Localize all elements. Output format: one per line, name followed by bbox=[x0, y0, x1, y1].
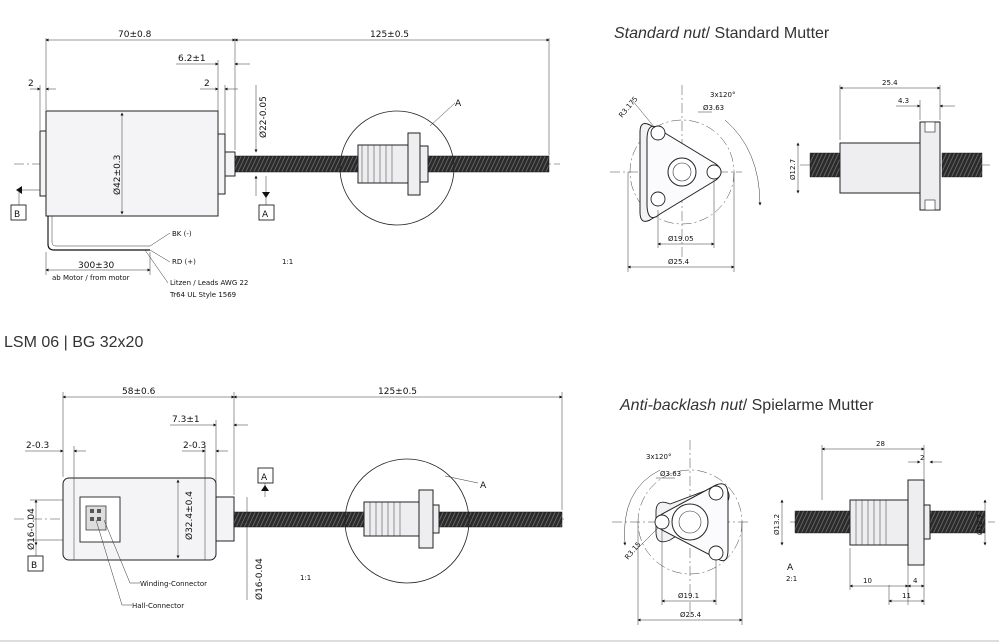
ab-detail-label: A bbox=[787, 563, 794, 573]
left-diameter-label-bg: Ø16-0.04 bbox=[26, 508, 37, 550]
winding-connector-label: Winding-Connector bbox=[140, 580, 207, 588]
datum-a-box bbox=[258, 204, 275, 221]
standard-nut-heading: Standard nut/ Standard Mutter bbox=[614, 25, 830, 42]
wire-rd-label: RD (+) bbox=[172, 258, 196, 266]
ab-angle-label: 3x120° bbox=[646, 453, 671, 461]
standard-nut-front-view: R3.175 3x120° Ø3.63 Ø19.05 Ø25.4 bbox=[610, 85, 762, 272]
lead-desc1-label: Litzen / Leads AWG 22 bbox=[170, 279, 248, 287]
detail-circle-bg bbox=[344, 458, 470, 584]
step-dim-label: 6.2±1 bbox=[178, 54, 206, 64]
detail-label-bg: A bbox=[480, 481, 487, 491]
datum-b-label-bg: B bbox=[31, 561, 37, 571]
lead-desc2-label: Tr64 UL Style 1569 bbox=[169, 291, 236, 299]
ab-scale-label: 2:1 bbox=[786, 575, 797, 583]
datum-a-label: A bbox=[262, 210, 269, 220]
ab-side-d10-label: 10 bbox=[863, 577, 872, 585]
bottom-scale-label: 1:1 bbox=[300, 574, 311, 582]
ab-side-dia-left-label: Ø13.2 bbox=[773, 514, 781, 535]
top-scale-label: 1:1 bbox=[282, 258, 293, 266]
body-diameter-label: Ø42±0.3 bbox=[112, 155, 123, 195]
datum-b-box-bg bbox=[27, 555, 44, 572]
lead-from-label: ab Motor / from motor bbox=[52, 274, 130, 282]
std-side-len-label: 25.4 bbox=[882, 79, 898, 87]
ab-side-flange-label: 2 bbox=[920, 454, 924, 462]
std-angle-label: 3x120° bbox=[710, 91, 735, 99]
motor-length-label-bg: 58±0.6 bbox=[122, 387, 156, 397]
std-side-dia-label: Ø12.7 bbox=[789, 159, 797, 180]
step-dim-label-bg: 7.3±1 bbox=[172, 415, 200, 425]
std-pcd-label: Ø19.05 bbox=[668, 235, 694, 243]
std-od-label: Ø25.4 bbox=[668, 258, 690, 266]
standard-nut-side-view: 25.4 4.3 Ø12.7 bbox=[789, 79, 990, 211]
body-diameter-label-bg: Ø32.4±0.4 bbox=[184, 491, 195, 540]
std-radius-label: R3.175 bbox=[617, 95, 639, 119]
spindle-length-label-bg: 125±0.5 bbox=[378, 387, 417, 397]
motor-body bbox=[45, 110, 219, 217]
spindle-length-label: 125±0.5 bbox=[370, 30, 409, 40]
bottom-diameter-label-bg: Ø16-0.04 bbox=[254, 558, 265, 600]
antibacklash-nut-front-view: 3x120° Ø3.63 R3.15 Ø19.1 Ø25.4 bbox=[612, 440, 750, 625]
detail-label: A bbox=[455, 99, 462, 109]
model-heading: LSM 06 | BG 32x20 bbox=[4, 334, 143, 351]
ab-side-len-label: 28 bbox=[876, 440, 885, 448]
hall-connector-label: Hall-Connector bbox=[132, 602, 184, 610]
motor-length-label: 70±0.8 bbox=[118, 30, 152, 40]
boss-diameter-label: Ø22-0.05 bbox=[258, 96, 269, 138]
ab-side-dia-right-label: Ø12.7 bbox=[976, 514, 984, 535]
antibacklash-nut-heading: Anti-backlash nut/ Spielarme Mutter bbox=[619, 397, 874, 414]
bottom-motor-drawing: A Ø32.4±0.4 58±0.6 125±0.5 7.3±1 2-0.3 2… bbox=[14, 387, 565, 610]
datum-b-box bbox=[10, 204, 27, 221]
datum-a-box-bg bbox=[257, 467, 274, 484]
left-offset-label: 2 bbox=[28, 79, 34, 89]
ab-hole-label: Ø3.63 bbox=[660, 470, 681, 478]
right-offset-label: 2 bbox=[204, 79, 210, 89]
ab-pcd-label: Ø19.1 bbox=[678, 592, 699, 600]
std-side-flange-label: 4.3 bbox=[898, 97, 909, 105]
ab-od-label: Ø25.4 bbox=[680, 611, 702, 619]
detail-circle bbox=[339, 110, 455, 226]
right-offset-label-bg: 2-0.3 bbox=[183, 441, 206, 451]
antibacklash-nut-side-view: 28 2 Ø13.2 Ø12.7 10 4 11 A 2:1 bbox=[773, 440, 995, 605]
left-offset-label-bg: 2-0.3 bbox=[26, 441, 49, 451]
wire-bk-label: BK (-) bbox=[172, 230, 192, 238]
ab-side-d11-label: 11 bbox=[902, 592, 911, 600]
top-motor-drawing: A Ø42±0.3 70±0.8 125±0.5 6.2±1 2 2 Ø22-0… bbox=[10, 30, 560, 299]
datum-b-label: B bbox=[14, 210, 20, 220]
datum-a-label-bg: A bbox=[261, 473, 268, 483]
lead-length-label: 300±30 bbox=[78, 261, 114, 271]
ab-side-d4-label: 4 bbox=[913, 577, 918, 585]
ab-radius-label: R3.15 bbox=[623, 540, 642, 561]
std-hole-label: Ø3.63 bbox=[703, 104, 724, 112]
